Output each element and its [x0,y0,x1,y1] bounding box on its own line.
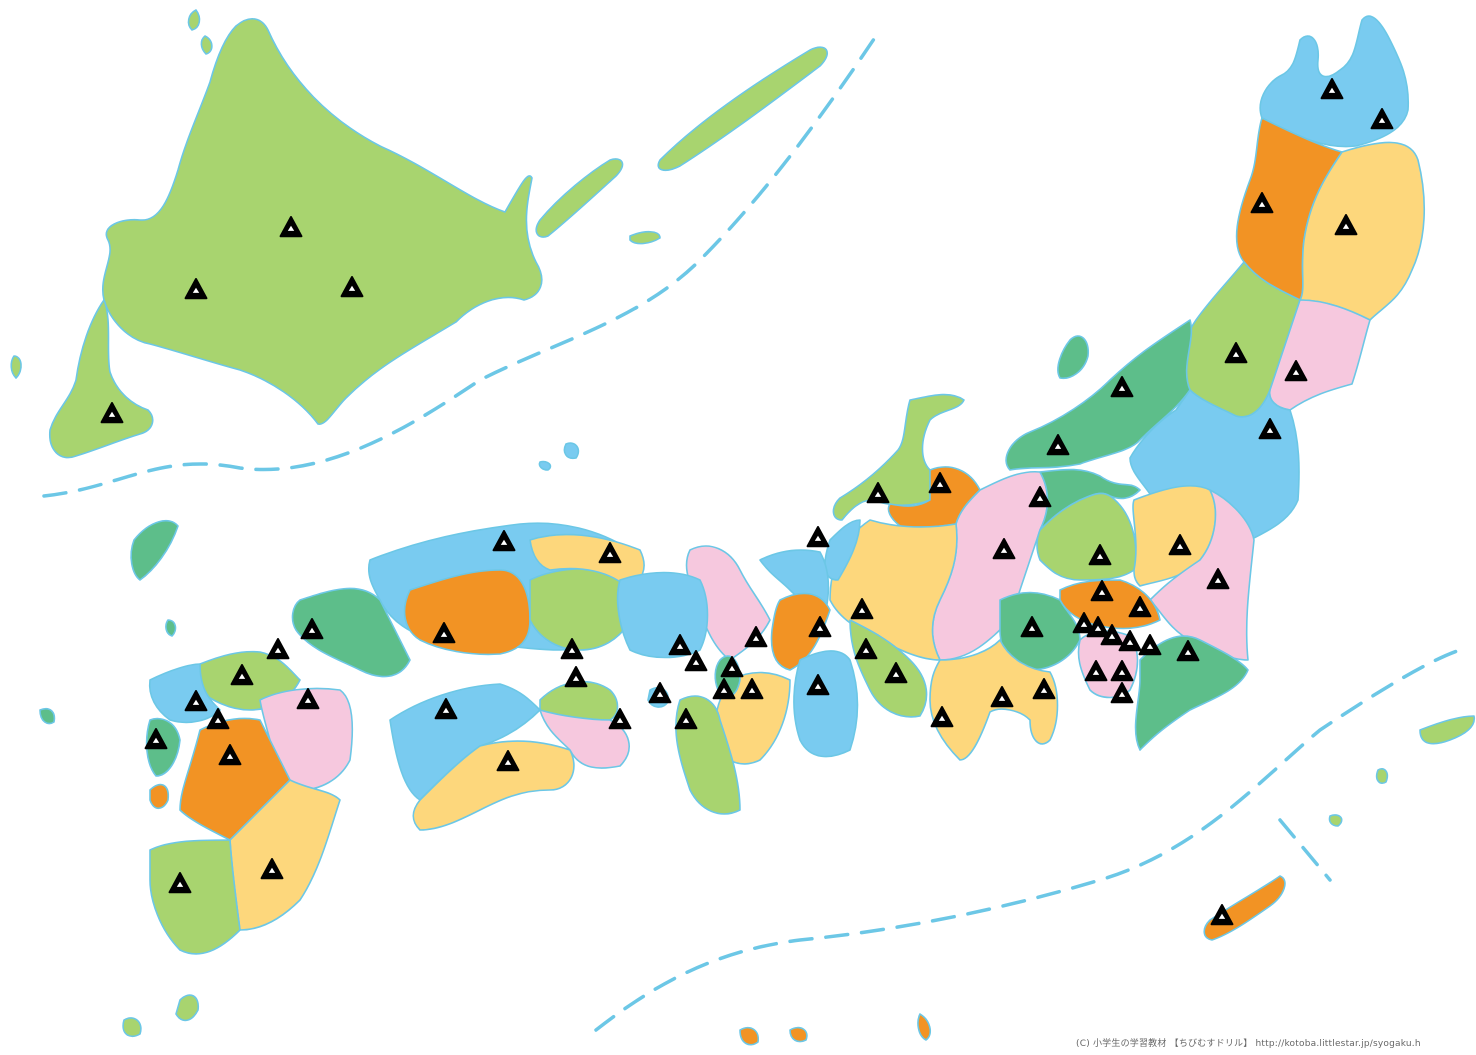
kyushu-region [39,519,354,1038]
triangle-marker-center [862,647,870,653]
triangle-marker-center [1118,691,1126,697]
marker-layer [100,78,1394,926]
triangle-marker-center [692,659,700,665]
triangle-marker-center [1118,669,1126,675]
triangle-marker-center [816,625,824,631]
triangle-marker-center [938,715,946,721]
triangle-marker-center [287,225,295,231]
triangle-marker-center [1214,577,1222,583]
triangle-marker-center [1098,589,1106,595]
triangle-marker-center [226,753,234,759]
triangle-marker-center [1258,201,1266,207]
triangle-marker-center [274,647,282,653]
triangle-marker-center [442,707,450,713]
triangle-marker-center [1096,553,1104,559]
triangle-marker-center [1028,625,1036,631]
tohoku-region [1005,15,1425,541]
copyright-credit: (C) 小学生の学習教材 【ちびむすドリル】 http://kotoba.lit… [1076,1039,1421,1049]
triangle-marker-center [1218,913,1226,919]
triangle-marker-center [998,695,1006,701]
triangle-marker-center [1378,117,1386,123]
triangle-marker-center [676,643,684,649]
triangle-marker-center [176,881,184,887]
triangle-marker-center [814,683,822,689]
triangle-marker-center [936,481,944,487]
triangle-marker-center [1136,605,1144,611]
triangle-marker-center [1118,385,1126,391]
triangle-marker-center [1108,633,1116,639]
hokkaido-region [10,9,828,471]
triangle-marker-center [748,687,756,693]
triangle-marker-center [504,759,512,765]
triangle-marker-center [1054,443,1062,449]
triangle-marker-center [1176,543,1184,549]
triangle-marker-center [728,665,736,671]
triangle-marker-center [606,551,614,557]
triangle-marker-center [720,687,728,693]
triangle-marker-center [1328,87,1336,93]
triangle-marker-center [268,867,276,873]
chugoku-region [291,522,709,678]
maritime-boundaries [42,28,1462,1032]
triangle-marker-center [656,691,664,697]
triangle-marker-center [238,673,246,679]
triangle-marker-center [1080,621,1088,627]
triangle-marker-center [192,699,200,705]
triangle-marker-center [892,671,900,677]
chubu-kanto-region [824,393,1255,761]
triangle-marker-center [1342,223,1350,229]
triangle-marker-center [874,491,882,497]
triangle-marker-center [858,607,866,613]
triangle-marker-center [1036,495,1044,501]
triangle-marker-center [440,631,448,637]
triangle-marker-center [308,627,316,633]
triangle-marker-center [1040,687,1048,693]
pacific-islands [739,715,1475,1046]
triangle-marker-center [682,717,690,723]
shikoku-region [389,680,670,831]
triangle-marker-center [814,535,822,541]
triangle-marker-center [1146,643,1154,649]
triangle-marker-center [214,717,222,723]
triangle-marker-center [108,411,116,417]
triangle-marker-center [572,675,580,681]
triangle-marker-center [152,737,160,743]
triangle-marker-center [1094,625,1102,631]
triangle-marker-center [1292,369,1300,375]
triangle-marker-center [1092,669,1100,675]
triangle-marker-center [348,285,356,291]
triangle-marker-center [568,647,576,653]
triangle-marker-center [1266,427,1274,433]
triangle-marker-center [192,287,200,293]
triangle-marker-center [1184,649,1192,655]
triangle-marker-center [1000,547,1008,553]
triangle-marker-center [752,635,760,641]
triangle-marker-center [1126,639,1134,645]
triangle-marker-center [1232,351,1240,357]
triangle-marker-center [500,539,508,545]
triangle-marker-center [304,697,312,703]
triangle-marker-center [616,717,624,723]
